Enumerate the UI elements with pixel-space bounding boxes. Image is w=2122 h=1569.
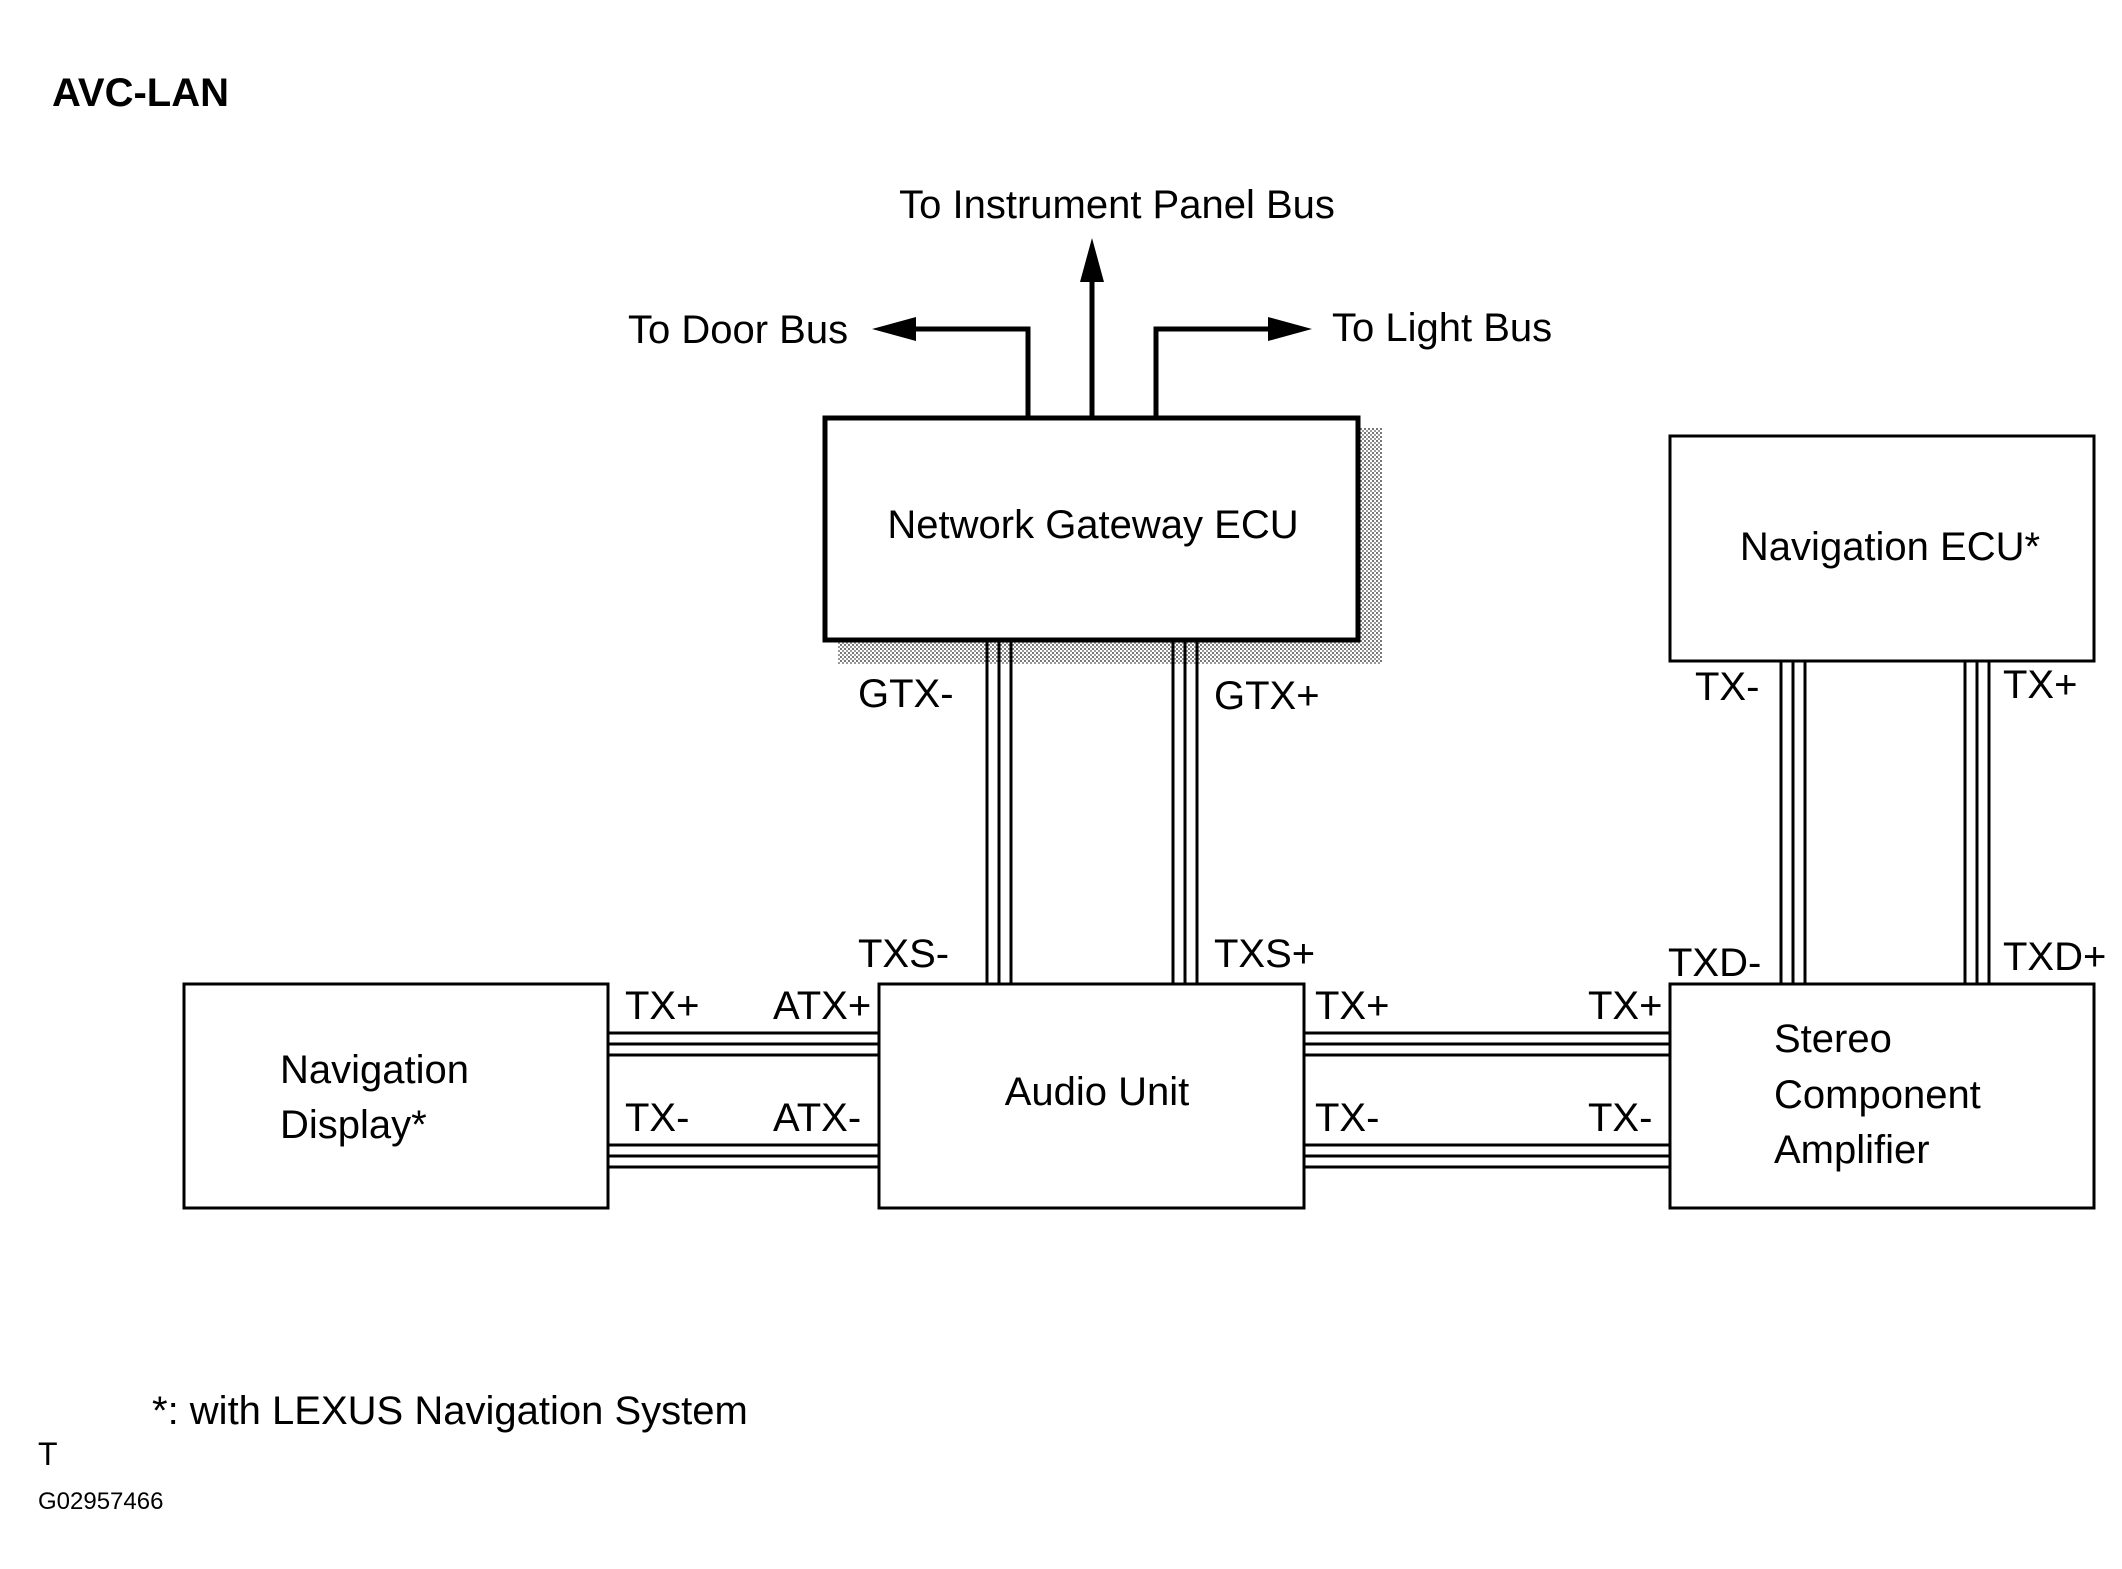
gtx-minus-label: GTX-	[858, 672, 954, 716]
audio-amplifier-wires	[1305, 1031, 1670, 1169]
light-bus-label: To Light Bus	[1332, 306, 1552, 350]
audio-unit-box	[877, 982, 1306, 1210]
atx-plus-label: ATX+	[773, 984, 871, 1028]
door-bus-line	[910, 326, 1031, 416]
amplifier-label-line3: Amplifier	[1774, 1128, 1930, 1172]
audio-tx-plus-label: TX+	[1315, 984, 1389, 1028]
amplifier-box	[1668, 982, 2096, 1210]
amplifier-label-line1: Stereo	[1774, 1017, 1892, 1061]
audio-tx-minus-label: TX-	[1315, 1096, 1379, 1140]
instrument-panel-bus-label: To Instrument Panel Bus	[899, 183, 1335, 227]
light-bus-line	[1153, 326, 1274, 416]
display-tx-minus-label: TX-	[625, 1096, 689, 1140]
navigation-ecu: Navigation ECU*	[1668, 434, 2096, 663]
door-bus-arrow-icon	[872, 317, 916, 341]
gateway-label: Network Gateway ECU	[887, 503, 1298, 547]
nav-display-box	[182, 982, 610, 1210]
nav-ecu-tx-minus-label: TX-	[1695, 665, 1759, 709]
amplifier-label-line2: Component	[1774, 1073, 1981, 1117]
gtx-plus-label: GTX+	[1214, 674, 1320, 718]
display-tx-plus-label: TX+	[625, 984, 699, 1028]
gateway-audio-wires	[985, 641, 1199, 984]
nav-ecu-tx-plus-label: TX+	[2003, 663, 2077, 707]
atx-minus-label: ATX-	[773, 1096, 861, 1140]
display-audio-wires	[609, 1031, 879, 1169]
navigation-display: Navigation Display*	[182, 982, 610, 1210]
door-bus-label: To Door Bus	[628, 308, 848, 352]
corner-mark: T	[38, 1436, 58, 1472]
instrument-panel-arrow-icon	[1080, 238, 1104, 282]
amp-tx-plus-label: TX+	[1588, 984, 1662, 1028]
txd-plus-label: TXD+	[2003, 935, 2106, 979]
audio-unit-label: Audio Unit	[1005, 1070, 1190, 1114]
txs-plus-label: TXS+	[1214, 932, 1315, 976]
bus-outputs: To Instrument Panel Bus To Door Bus To L…	[628, 183, 1552, 416]
nav-ecu-label: Navigation ECU*	[1740, 525, 2040, 569]
stereo-component-amplifier: Stereo Component Amplifier	[1668, 982, 2096, 1210]
txd-minus-label: TXD-	[1668, 941, 1761, 985]
nav-display-label-line1: Navigation	[280, 1048, 469, 1092]
navecu-amplifier-wires	[1779, 662, 1991, 984]
network-gateway-ecu: Network Gateway ECU	[822, 415, 1382, 664]
terminal-labels: GTX- GTX+ TXS- TXS+ TX- TX+ TXD- TXD+ TX…	[625, 663, 2106, 1140]
diagram-title: AVC-LAN	[52, 71, 229, 115]
footnote: *: with LEXUS Navigation System	[152, 1389, 748, 1433]
amp-tx-minus-label: TX-	[1588, 1096, 1652, 1140]
nav-ecu-box	[1668, 434, 2096, 663]
audio-unit: Audio Unit	[877, 982, 1306, 1210]
light-bus-arrow-icon	[1268, 317, 1312, 341]
txs-minus-label: TXS-	[858, 932, 949, 976]
figure-code: G02957466	[38, 1488, 163, 1515]
nav-display-label-line2: Display*	[280, 1103, 427, 1147]
gateway-box	[822, 415, 1361, 643]
